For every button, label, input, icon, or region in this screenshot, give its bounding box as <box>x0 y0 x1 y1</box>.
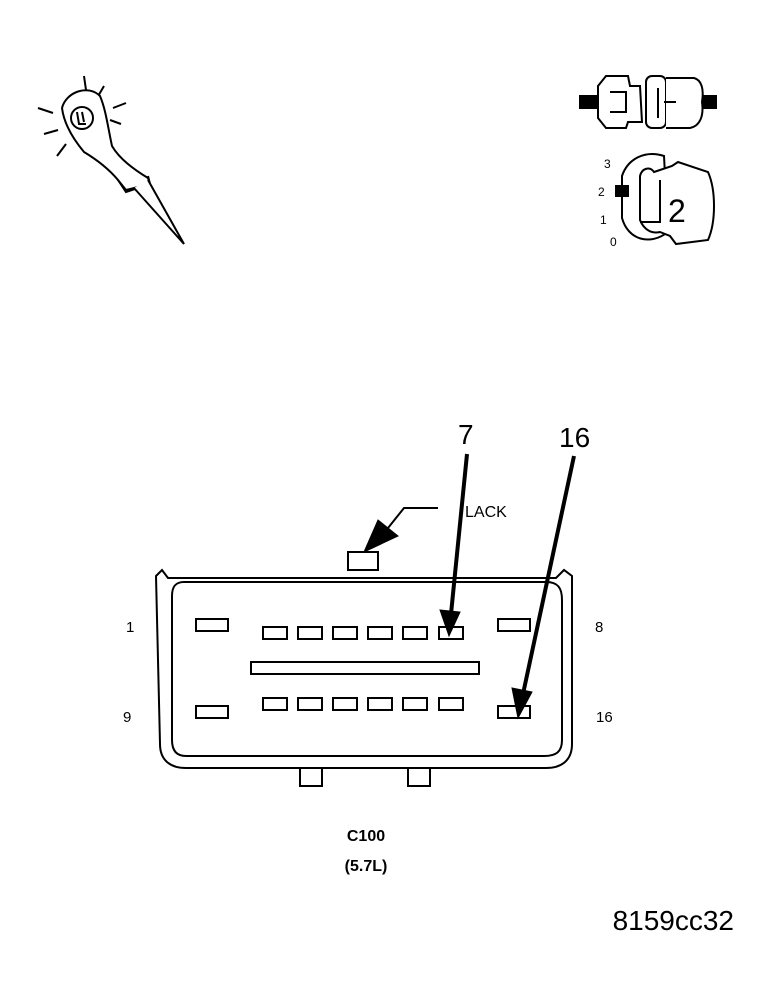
terminal-11 <box>297 697 323 711</box>
pin-label-16: 16 <box>596 709 613 726</box>
callout-label-16: 16 <box>559 422 590 453</box>
terminal-14 <box>402 697 428 711</box>
terminal-1 <box>195 618 229 632</box>
center-divider <box>250 661 480 675</box>
pin-label-8: 8 <box>595 619 603 636</box>
figure-id: 8159cc32 <box>613 905 734 936</box>
connector-terminals <box>195 618 531 719</box>
terminal-5 <box>367 626 393 640</box>
lock-leader-line <box>387 507 438 529</box>
ignition-key-icon <box>615 153 715 246</box>
disconnected-connector-icon <box>579 75 717 129</box>
callout-label-7: 7 <box>458 419 474 450</box>
callout-arrows <box>363 453 576 720</box>
terminal-13 <box>367 697 393 711</box>
callout-arrow-16 <box>521 455 576 695</box>
terminal-6 <box>402 626 428 640</box>
pin-label-9: 9 <box>123 709 131 726</box>
pin-label-1: 1 <box>126 619 134 636</box>
switch-position-0: 0 <box>610 235 617 249</box>
terminal-15 <box>438 697 464 711</box>
connector-engine: (5.7L) <box>345 858 388 875</box>
lock-label: LACK <box>465 504 507 521</box>
terminal-4 <box>332 626 358 640</box>
terminal-12 <box>332 697 358 711</box>
terminal-8 <box>497 618 531 632</box>
ignition-key-number: 2 <box>668 193 686 229</box>
test-probe-icon <box>37 75 185 245</box>
terminal-3 <box>297 626 323 640</box>
connector-housing <box>154 551 573 787</box>
terminal-10 <box>262 697 288 711</box>
switch-position-3: 3 <box>604 157 611 171</box>
terminal-2 <box>262 626 288 640</box>
switch-position-1: 1 <box>600 213 607 227</box>
callout-arrow-7 <box>449 453 469 615</box>
switch-position-2: 2 <box>598 185 605 199</box>
terminal-16 <box>497 705 531 719</box>
connector-name: C100 <box>347 828 385 845</box>
terminal-9 <box>195 705 229 719</box>
